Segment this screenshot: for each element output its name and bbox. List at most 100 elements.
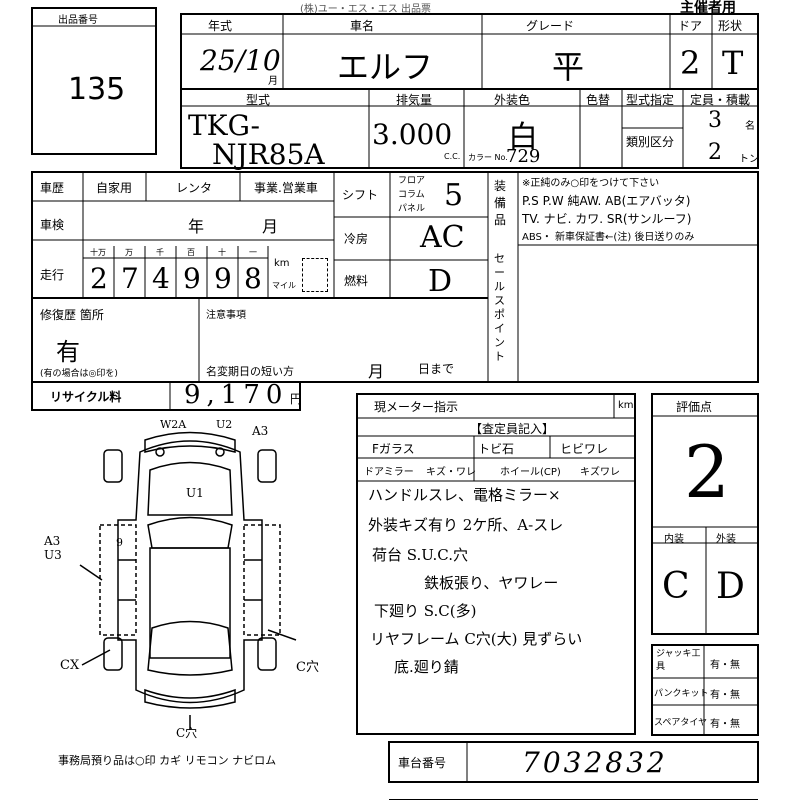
diagram-mark: C穴 <box>176 726 198 740</box>
inspector-note: 鉄板張り、ヤワレー <box>424 574 559 592</box>
crack-label: ヒビワレ <box>560 442 609 456</box>
shape-value: T <box>722 44 744 82</box>
inspection-label: 車検 <box>40 218 65 232</box>
diagram-footer: 事務局預り品は○印 カギ リモコン ナビロム <box>58 754 277 767</box>
meter-label: 現メーター指示 <box>374 400 459 414</box>
mileage-digit: 7 <box>121 262 139 295</box>
diagram-mark: A3 <box>44 534 61 548</box>
caution-label: 注意事項 <box>206 310 246 321</box>
exterior-grade-value: D <box>716 566 745 607</box>
year-value: 25/10 <box>200 44 281 77</box>
diagram-mark: W2A <box>160 418 187 431</box>
ac-label: 冷房 <box>344 232 369 246</box>
load-value: 2 <box>708 140 722 165</box>
exterior-label: 外装 <box>716 534 736 545</box>
mileage-digit: 8 <box>244 262 262 295</box>
diagram-mark: CX <box>60 658 80 673</box>
equipment-label: 装備品 <box>494 179 507 227</box>
shift-option-floor: フロア <box>398 176 426 186</box>
shift-option-column: コラム <box>398 190 425 200</box>
displacement-label: 排気量 <box>396 93 433 107</box>
inspector-note: 底.廻り錆 <box>394 658 459 676</box>
lot-number: 135 <box>68 72 126 107</box>
grade-score-label: 評価点 <box>676 400 713 414</box>
mileage-label: 走行 <box>40 268 65 282</box>
diagram-mark: 9 <box>116 536 123 549</box>
rental-option: レンタ <box>176 181 213 195</box>
exterior-color-label: 外装色 <box>494 93 531 107</box>
diagram-mark: U3 <box>44 548 62 562</box>
digit-header: 万 <box>125 248 133 257</box>
shift-label: シフト <box>342 188 379 202</box>
name-change-day-unit: 日まで <box>418 362 455 376</box>
inspector-note: 荷台 S.U.C.穴 <box>372 546 469 564</box>
equipment-note: ※正純のみ○印をつけて下さい <box>522 178 660 189</box>
name-change-month-unit: 月 <box>368 362 385 381</box>
wheel-label: ホイール(CP) <box>500 467 561 478</box>
displacement-value: 3.000 <box>372 118 453 151</box>
car-history-label: 車歴 <box>40 181 65 195</box>
shape-label: 形状 <box>718 19 743 33</box>
fuel-label: 燃料 <box>344 274 369 288</box>
business-option: 事業.営業車 <box>254 181 318 195</box>
color-no-label: カラー No. <box>468 153 508 162</box>
capacity-label: 定員・積載 <box>690 93 751 107</box>
grade-label: グレード <box>526 19 575 33</box>
shift-value: 5 <box>444 178 464 213</box>
mileage-digit: 2 <box>90 262 108 295</box>
exterior-color-value: 白 <box>508 120 538 155</box>
door-mirror-state: キズ・ワレ <box>426 467 476 478</box>
equipment-line-1: P.S P.W 純AW. AB(エアバッタ) <box>522 194 691 208</box>
wheel-state: キズワレ <box>580 467 620 478</box>
model-label: 型式 <box>246 93 271 107</box>
spare-tire-label: スペアタイヤ <box>654 718 708 728</box>
repair-history-label: 修復歴 箇所 <box>40 308 104 322</box>
jack-tools-value: 有・無 <box>710 660 740 671</box>
puncture-kit-value: 有・無 <box>710 690 740 701</box>
inspection-month-unit: 月 <box>262 217 279 236</box>
inspection-year-unit: 年 <box>188 217 205 236</box>
diagram-mark: U2 <box>216 418 233 431</box>
chassis-number-value: 7032832 <box>522 746 668 779</box>
km-unit: km <box>274 258 290 269</box>
color-no-value: 729 <box>506 146 541 167</box>
capacity-unit: 名 <box>745 121 755 132</box>
mileage-digit: 9 <box>214 262 232 295</box>
equipment-line-2: TV. ナビ. カワ. SR(サンルーフ) <box>522 212 692 226</box>
chip-label: トビ石 <box>478 442 515 456</box>
car-name-value: エルフ <box>337 48 434 86</box>
spare-tire-value: 有・無 <box>710 719 740 730</box>
grade-value: 平 <box>552 48 585 86</box>
diagram-mark: U1 <box>186 486 204 500</box>
digit-header: 十万 <box>90 248 106 257</box>
fuel-value: D <box>428 264 453 299</box>
year-month-unit: 月 <box>268 76 278 87</box>
interior-grade-value: C <box>662 566 690 607</box>
diagram-mark: C穴 <box>296 660 319 675</box>
shift-option-panel: パネル <box>398 204 426 214</box>
grade-score-value: 2 <box>684 430 730 514</box>
category-label: 類別区分 <box>626 135 675 149</box>
digit-header: 十 <box>218 248 226 257</box>
equipment-line-3: ABS・ 新車保証書←(注) 後日送りのみ <box>522 232 695 243</box>
diagram-mark: A3 <box>252 424 269 438</box>
interior-label: 内装 <box>664 534 684 545</box>
recycle-fee-unit: 円 <box>290 392 303 406</box>
mile-checkbox <box>302 258 328 292</box>
color-change-label: 色替 <box>586 93 611 107</box>
mile-unit: マイル <box>272 281 296 290</box>
year-label: 年式 <box>208 19 233 33</box>
doors-label: ドア <box>678 19 703 33</box>
model-designation-label: 型式指定 <box>626 93 675 107</box>
repair-history-value: 有 <box>56 338 80 366</box>
digit-header: 千 <box>156 248 164 257</box>
f-glass-label: Fガラス <box>372 442 415 456</box>
puncture-kit-label: パンクキット <box>654 689 709 699</box>
header-fragment: (株)ユー・エス・エス 出品票 <box>300 4 431 15</box>
chassis-number-label: 車台番号 <box>398 756 447 770</box>
jack-tools-label: ジャッキ工具 <box>656 649 701 672</box>
sales-point-label: セールスポイント <box>494 252 505 363</box>
inspector-note: リヤフレーム C穴(大) 見ずらい <box>370 630 583 648</box>
